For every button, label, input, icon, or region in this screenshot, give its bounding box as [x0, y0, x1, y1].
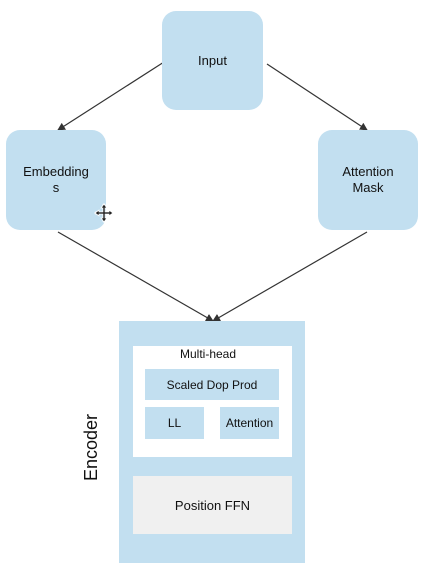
- encoder-label: Encoder: [72, 413, 112, 480]
- position-ffn-label: Position FFN: [174, 497, 251, 513]
- ll-label: LL: [167, 416, 182, 430]
- move-cursor-icon: [94, 203, 114, 223]
- embeddings-node[interactable]: Embedding s: [6, 130, 106, 230]
- input-node-label: Input: [198, 52, 227, 68]
- edge-attention-mask-to-encoder: [212, 231, 368, 322]
- scaled-dot-prod-label: Scaled Dop Prod: [166, 377, 258, 392]
- input-node[interactable]: Input: [162, 11, 263, 110]
- multihead-block[interactable]: [133, 346, 292, 457]
- ll-box[interactable]: LL: [145, 407, 204, 439]
- position-ffn-box[interactable]: Position FFN: [133, 476, 292, 534]
- edge-embeddings-to-encoder: [57, 231, 214, 322]
- attention-box[interactable]: Attention: [220, 407, 279, 439]
- edge-input-to-embeddings: [57, 61, 165, 131]
- encoder-label-text: Encoder: [81, 413, 102, 481]
- attention-mask-node[interactable]: Attention Mask: [318, 130, 418, 230]
- attention-mask-node-label: Attention Mask: [342, 164, 394, 195]
- scaled-dot-prod-box[interactable]: Scaled Dop Prod: [145, 369, 279, 400]
- edge-input-to-attention-mask: [266, 63, 368, 131]
- multihead-title: Multi-head: [179, 347, 237, 361]
- attention-label: Attention: [225, 416, 274, 430]
- embeddings-node-label: Embedding s: [23, 164, 89, 195]
